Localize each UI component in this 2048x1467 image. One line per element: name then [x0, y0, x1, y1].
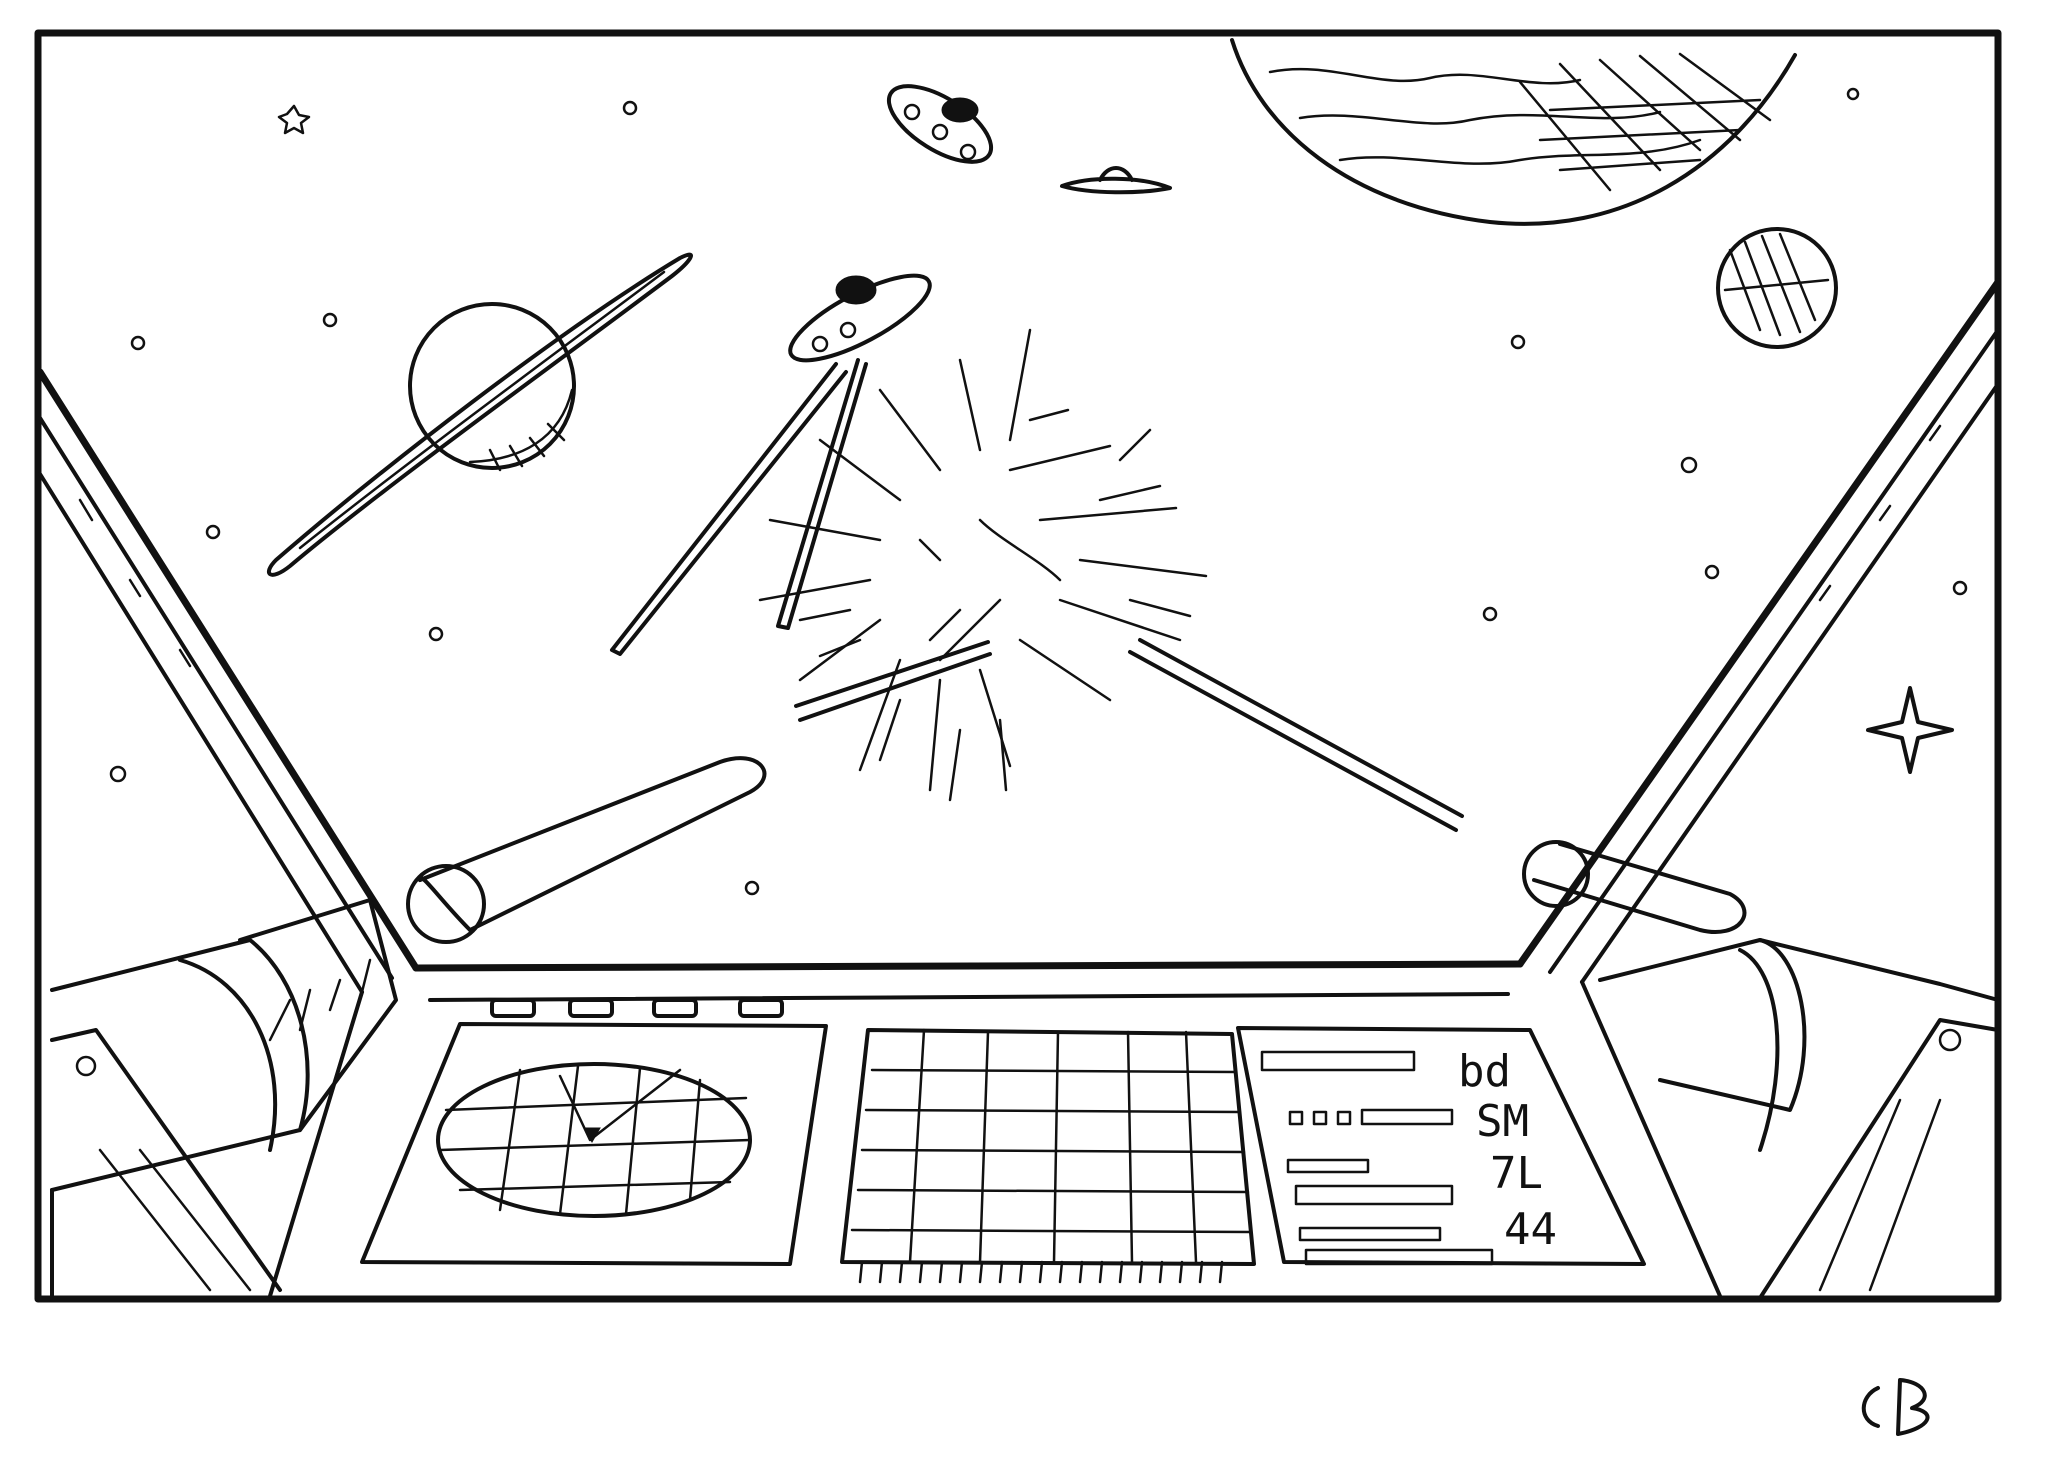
- ringed-planet: [267, 252, 694, 577]
- status-display: bd SM 7L 44: [1236, 1026, 1646, 1266]
- distant-saucer: [1060, 166, 1172, 195]
- dashboard: [268, 960, 1722, 1298]
- panel-border: [34, 29, 2002, 1303]
- readout-line-1: bd: [1458, 1046, 1511, 1097]
- left-laser-cannon: [50, 756, 767, 1302]
- left-canopy-strut: [36, 368, 420, 994]
- right-canopy-strut: [1516, 278, 2002, 984]
- radar-display: [360, 1022, 828, 1266]
- small-star-icon: [277, 104, 311, 135]
- small-moon: [1716, 227, 1838, 349]
- explosion: [758, 328, 1208, 802]
- keypad-grid: [840, 1028, 1256, 1284]
- large-planet: [1230, 38, 1797, 226]
- flying-saucer-firing: [610, 273, 932, 656]
- laser-beams: [794, 638, 1464, 832]
- readout-line-4: 44: [1504, 1204, 1557, 1255]
- readout-line-3: 7L: [1490, 1148, 1543, 1199]
- flying-saucer-top: [886, 84, 994, 164]
- readout-line-2: SM: [1476, 1096, 1529, 1147]
- sparkle-star-icon: [1866, 686, 1954, 774]
- artist-signature: [1861, 1378, 1930, 1436]
- star-field: [109, 87, 1968, 896]
- right-laser-cannon: [1522, 840, 2000, 1300]
